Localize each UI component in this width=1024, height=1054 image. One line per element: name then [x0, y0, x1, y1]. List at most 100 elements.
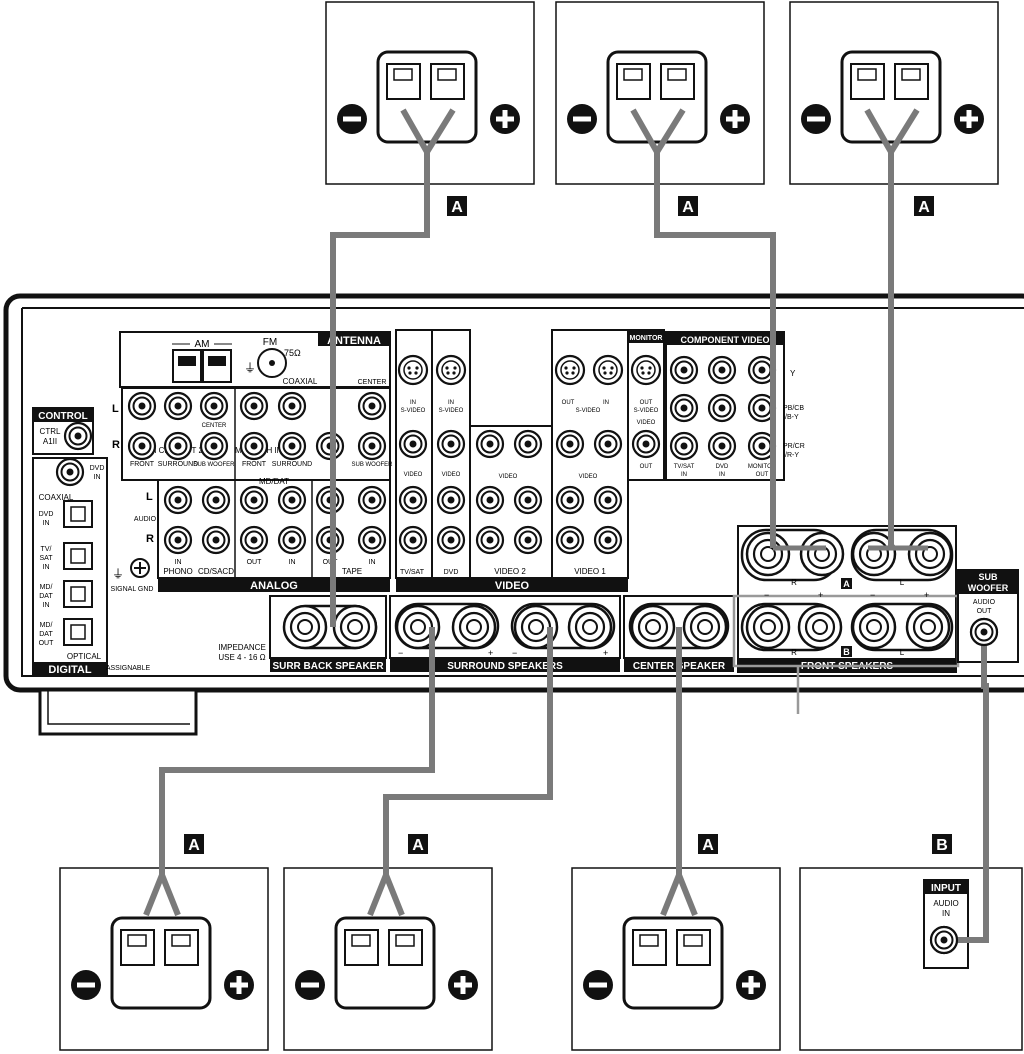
speaker-center-bottom: A: [570, 834, 782, 1052]
speaker-cables: [143, 108, 989, 943]
svg-text:IN: IN: [43, 564, 50, 571]
monitor-svideo-label: S-VIDEO: [634, 408, 659, 414]
signal-gnd-label: SIGNAL GND: [111, 586, 154, 593]
component-tvsat: TV/SAT: [674, 464, 695, 470]
dvd-in-coax-1: DVD: [90, 465, 105, 472]
video-2-label: VIDEO 2: [494, 567, 526, 576]
component-video-section: COMPONENT VIDEO Y PB/CB /B-Y PR/CR /R-Y …: [665, 331, 805, 481]
front-b-badge: B: [843, 647, 850, 657]
subwoofer-out-label: OUT: [977, 608, 993, 615]
connection-label-a: A: [451, 199, 463, 216]
video-section: VIDEO VIDEO 2 VIDEO 1 TV/SAT DVD S-VIDEO…: [395, 329, 629, 592]
front-b-l-minus[interactable]: [851, 604, 897, 650]
video-in-label-1: VIDEO: [404, 472, 423, 478]
surround-r-plus-terminal[interactable]: [451, 604, 497, 650]
svg-text:IN: IN: [43, 602, 50, 609]
connection-label-a: A: [682, 199, 694, 216]
svg-text:DAT: DAT: [39, 593, 53, 600]
cable-front-left: [330, 108, 456, 627]
label-phono: PHONO: [163, 567, 192, 576]
svg-text:SAT: SAT: [39, 555, 53, 562]
label-front-1: FRONT: [242, 461, 267, 468]
dvd-in-coax-2: IN: [94, 474, 101, 481]
optical-port-md-dat-out[interactable]: MD/ DAT OUT: [39, 618, 93, 647]
component-pb: PB/CB: [783, 405, 804, 412]
video-label-v1: VIDEO: [579, 474, 598, 480]
row-label-audio: AUDIO: [134, 516, 157, 523]
label-center-2: CENTER: [202, 423, 227, 429]
svg-text:TV/: TV/: [41, 546, 52, 553]
svg-text:MD/: MD/: [40, 622, 53, 629]
svg-text:DAT: DAT: [39, 631, 53, 638]
svg-text:+: +: [924, 590, 929, 600]
sub-input-in: IN: [942, 909, 950, 918]
subwoofer-output: SUB WOOFER AUDIO OUT: [957, 569, 1019, 663]
digital-coaxial-jack[interactable]: [55, 457, 85, 487]
surround-l-plus-terminal[interactable]: [567, 604, 613, 650]
front-a-l-plus[interactable]: [907, 531, 953, 577]
cable-subwoofer: [946, 632, 989, 943]
component-jacks[interactable]: [669, 355, 777, 461]
sub-input-audio: AUDIO: [933, 899, 958, 908]
surr-back-minus-terminal[interactable]: [282, 604, 328, 650]
center-minus-terminal[interactable]: [630, 604, 676, 650]
front-a-l-label: L: [900, 578, 905, 587]
svg-text:MD/: MD/: [40, 584, 53, 591]
monitor-svideo-jack[interactable]: [630, 354, 662, 386]
component-pb2: /B-Y: [785, 414, 799, 421]
optical-port-dvd-in[interactable]: DVD IN: [39, 500, 93, 528]
a1-label: A1II: [43, 437, 57, 446]
svg-text:IN: IN: [43, 520, 50, 527]
tv-sat-label: TV/SAT: [400, 569, 425, 576]
speaker-center-top: A: [554, 0, 766, 216]
connection-label-a: A: [188, 837, 200, 854]
monitor-section: MONITOR OUT S-VIDEO VIDEO OUT: [627, 329, 665, 481]
row-label-l-bottom: L: [146, 491, 153, 503]
impedance-label-2: USE 4 - 16 Ω: [218, 653, 265, 662]
monitor-title: MONITOR: [630, 335, 663, 342]
ground-symbol: ⏚: [244, 361, 256, 375]
label-sub-woofer-1: SUB WOOFER: [351, 462, 393, 468]
video-title: VIDEO: [495, 580, 530, 592]
front-a-r-label: R: [791, 578, 797, 587]
fm-label: FM: [263, 337, 277, 348]
front-b-l-label: L: [900, 648, 905, 657]
row-label-r-bottom: R: [146, 533, 154, 545]
cable-center-bottom: [660, 627, 698, 917]
monitor-video-jack[interactable]: [631, 429, 661, 459]
video-out-3: OUT: [562, 400, 575, 406]
assignable-label: ASSIGNABLE: [106, 665, 151, 672]
svideo-label-1: S-VIDEO: [401, 408, 426, 414]
signal-ground: ⏚ SIGNAL GND: [111, 558, 154, 593]
front-b-l-plus[interactable]: [905, 604, 951, 650]
optical-port-md-dat-in[interactable]: MD/ DAT IN: [39, 580, 93, 609]
surr-back-plus-terminal[interactable]: [332, 604, 378, 650]
video-in-label-2: VIDEO: [442, 472, 461, 478]
dvd-video-label: DVD: [444, 569, 459, 576]
label-surround-1: SURROUND: [272, 461, 312, 468]
front-a-r-plus[interactable]: [799, 531, 845, 577]
cable-surround-left: [143, 627, 435, 917]
center-plus-terminal[interactable]: [682, 604, 728, 650]
svg-text:DVD: DVD: [39, 511, 54, 518]
front-b-r-plus[interactable]: [797, 604, 843, 650]
front-a-r-minus[interactable]: [745, 531, 791, 577]
label-front-2: FRONT: [130, 461, 155, 468]
control-section: CONTROL CTRL A1II: [32, 407, 94, 455]
video-1-label: VIDEO 1: [574, 567, 606, 576]
connection-label-b: B: [936, 837, 948, 854]
component-tvsat-in: IN: [681, 472, 687, 478]
component-y: Y: [790, 369, 796, 378]
video-in-1: IN: [410, 400, 416, 406]
row-label-r-top: R: [112, 439, 120, 451]
optical-port-tv-sat-in[interactable]: TV/ SAT IN: [39, 542, 93, 571]
control-a1-jack[interactable]: [63, 421, 93, 451]
svg-text:OUT: OUT: [39, 640, 55, 647]
monitor-video-label: VIDEO: [637, 420, 656, 426]
front-b-r-minus[interactable]: [745, 604, 791, 650]
component-pr2: /R-Y: [785, 452, 799, 459]
center-label-top: CENTER: [358, 379, 387, 386]
front-b-r-label: R: [791, 648, 797, 657]
label-md-dat: MD/DAT: [259, 477, 289, 486]
